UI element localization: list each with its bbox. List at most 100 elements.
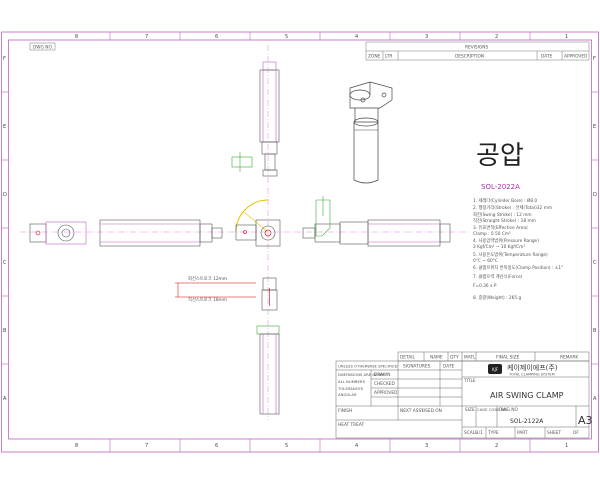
zone-col-6-bottom: 6: [215, 443, 218, 449]
sheet-inner-border: [8, 39, 592, 440]
tb-size-label: SIZE: [465, 407, 475, 413]
tb-title-label: TITLE: [463, 378, 476, 384]
tb-dwg-label: DWG NO: [499, 407, 518, 413]
zone-row-e-left: E: [3, 124, 6, 130]
zone-row-a-left: A: [3, 396, 7, 402]
tb-finish: FINISH: [338, 408, 352, 414]
zone-col-8-top: 8: [75, 34, 78, 40]
model-number: SOL-2022A: [481, 183, 520, 191]
drawing-number: SOL-2122A: [510, 418, 544, 425]
tb-heat-treat: HEAT TREAT: [338, 422, 364, 428]
zone-col-3-bottom: 3: [425, 443, 428, 449]
tb-all-numbers: ALL NUMBERS: [338, 379, 366, 384]
spec-line: F=0.36 x P: [473, 283, 497, 289]
corner-tag-box: [29, 42, 56, 51]
zone-row-d-left: D: [3, 192, 7, 198]
straight-stroke-label: 직선스트로크 18mm: [188, 296, 227, 303]
zone-row-c-right: C: [593, 260, 597, 266]
tb-type-label: TYPE: [487, 430, 499, 436]
zone-row-b-right: B: [593, 328, 597, 334]
zone-row-c-left: C: [3, 260, 7, 266]
tb-date-label: DATE: [443, 364, 454, 370]
revisions-block: [365, 41, 590, 61]
corner-tag: DWG NO.: [33, 45, 53, 51]
top-view-cylinder: [231, 61, 280, 177]
tb-header-detail: DETAIL: [400, 355, 416, 361]
tb-next-assy: NEXT ASSY: [400, 408, 424, 414]
spec-line: 7. 클램프력 계산식(Force): [473, 273, 523, 280]
left-side-view: [29, 219, 223, 247]
zone-col-7-top: 7: [145, 34, 148, 40]
zone-row-b-left: B: [3, 328, 7, 334]
tb-header-name: NAME: [430, 355, 443, 361]
sheet-size: A3: [578, 414, 593, 427]
tb-angular: ANGULAR: [338, 392, 357, 397]
swing-stroke-label: 회전스트로크 12mm: [188, 275, 227, 282]
drawing-title: AIR SWING CLAMP: [490, 391, 564, 400]
tb-of-label: OF: [573, 430, 579, 436]
company-name: 케이제이에프(주): [507, 363, 558, 372]
zone-col-5-bottom: 5: [285, 443, 288, 449]
tb-row-drawn: DRAWN: [374, 372, 390, 378]
title-block: [335, 351, 590, 439]
tb-unless-note: UNLESS OTHERWISE SPECIFIED: [338, 364, 398, 369]
tb-header-qty: QTY: [450, 355, 459, 361]
spec-line: 8. 중량(Weight) : 265 g: [473, 294, 521, 301]
rev-header-zone: ZONE: [368, 54, 381, 60]
spec-line: 3. 유효면적(Effective Area): [473, 224, 528, 231]
tb-header-remark: REMARK: [560, 355, 578, 361]
tb-signatures: SIGNATURES: [403, 364, 431, 370]
tb-scale-value: 1/1: [476, 430, 483, 436]
zone-col-2-top: 2: [495, 34, 498, 40]
tb-header-matl: MATL: [464, 355, 476, 361]
tb-sheet-label: SHEET: [547, 430, 561, 436]
spec-line: 4. 사용압력범위(Pressure Range): [473, 237, 539, 244]
zone-col-1-top: 1: [565, 34, 568, 40]
revisions-title: REVISIONS: [465, 45, 488, 51]
zone-col-6-top: 6: [215, 34, 218, 40]
spec-line: 6. 클램프위치 반복정도(Clamp Position) : ±1°: [473, 264, 563, 271]
spec-line: 회전(Swing Stroke) : 12 mm: [473, 211, 532, 218]
spec-line: 1. 세레다(Cylinder Bore) : Ø8.0: [473, 197, 537, 204]
zone-col-7-bottom: 7: [145, 443, 148, 449]
tb-dims-note: DIMENSIONS ARE IN MM: [338, 372, 384, 377]
zone-col-8-bottom: 8: [75, 443, 78, 449]
zone-col-4-bottom: 4: [355, 443, 358, 449]
tb-part-label: PART: [517, 430, 528, 436]
company-name-en: TOTAL CLAMPING SYSTEM: [508, 373, 555, 377]
zone-col-3-top: 3: [425, 34, 428, 40]
spec-list: 1. 세레다(Cylinder Bore) : Ø8.0 2. 행정거리(Str…: [473, 197, 563, 301]
spec-line: 2. 행정거리(Stroke) : 전체(Total)32 mm: [473, 204, 552, 211]
rev-header-date: DATE: [541, 54, 552, 60]
zone-row-a-right: A: [593, 396, 597, 402]
zone-row-e-right: E: [593, 124, 596, 130]
sheet-outer-border: [1, 31, 599, 453]
drawing-title-korean: 공압: [476, 141, 524, 171]
front-view: [235, 199, 281, 247]
zone-col-2-bottom: 2: [495, 443, 498, 449]
spec-line: Clamp : 0.50 Cm²: [473, 231, 511, 237]
spec-line: 0°C ~ 60°C: [473, 258, 498, 264]
zone-col-1-bottom: 1: [565, 443, 568, 449]
right-side-view: [302, 196, 451, 247]
tb-used-on: USED ON: [422, 408, 442, 414]
bottom-view-cylinder: [256, 277, 280, 415]
zone-row-d-right: D: [593, 192, 597, 198]
zone-col-5-top: 5: [285, 34, 288, 40]
tb-header-final-size: FINAL SIZE: [496, 355, 520, 361]
rev-header-approved: APPROVED: [564, 54, 588, 60]
tb-tolerances: TOLERANCES: [337, 386, 364, 391]
tb-scale-label: SCALE: [464, 430, 478, 436]
isometric-view: [349, 81, 393, 184]
spec-line: 3 Kgf/Cm² ~ 10 Kgf/Cm²: [473, 244, 525, 250]
tb-row-approved: APPROVED: [374, 390, 398, 396]
spec-line: 5. 사용온도범위(Temperature Range): [473, 251, 548, 258]
company-logo-mark: KJF: [492, 367, 499, 372]
zone-row-f-left: F: [3, 56, 6, 62]
rev-header-description: DESCRIPTION: [455, 54, 484, 60]
company-logo-icon: [488, 364, 502, 374]
tb-cage-label: CAGE CODE NO.: [477, 407, 508, 412]
rev-header-ltr: LTR: [385, 54, 392, 60]
zone-row-f-right: F: [593, 56, 596, 62]
